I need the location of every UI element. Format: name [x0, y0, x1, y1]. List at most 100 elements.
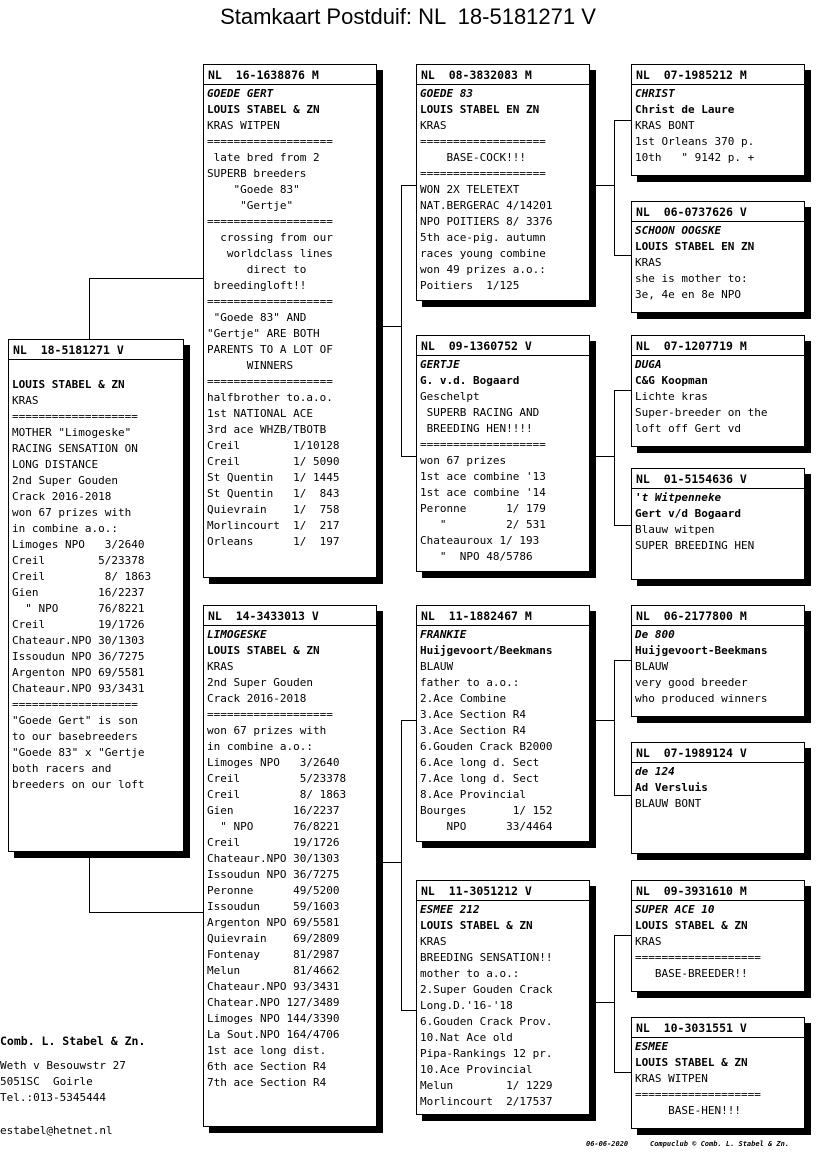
print-date: 06-06-2020 — [586, 1140, 629, 1148]
ring-number: NL 06-0737626 V — [636, 205, 747, 219]
pigeon-name: LIMOGESKE — [207, 628, 267, 641]
pigeon-card-mother-mother: NL 11-3051212 V ESMEE 212 LOUIS STABEL &… — [416, 880, 590, 1115]
info-line: 6.Gouden Crack B2000 — [420, 740, 553, 753]
info-line: Creil 1/10128 — [207, 439, 340, 452]
info-line: SUPERB breeders — [207, 167, 307, 180]
connector-line — [614, 1072, 631, 1073]
email-address: estabel@hetnet.nl — [0, 1124, 113, 1137]
connector-line — [89, 278, 203, 279]
info-line: Issoudun 59/1603 — [207, 900, 340, 913]
breeder-name: C&G Koopman — [635, 374, 708, 387]
connector-line — [401, 185, 417, 186]
info-line: Morlincourt 2/17537 — [420, 1095, 553, 1108]
info-line: " NPO 76/8221 — [207, 820, 340, 833]
pigeon-card-mmm: NL 10-3031551 V ESMEE LOUIS STABEL & ZN … — [631, 1017, 805, 1129]
ring-number: NL 16-1638876 M — [208, 68, 319, 82]
info-line: =================== — [635, 1088, 761, 1101]
info-line: KRAS — [12, 394, 39, 407]
info-line: Long.D.'16-'18 — [420, 999, 513, 1012]
info-line: who produced winners — [635, 692, 768, 705]
connector-line — [595, 1002, 615, 1003]
info-line: in combine a.o.: — [12, 522, 118, 535]
address-street: Weth v Besouwstr 27 — [0, 1059, 126, 1072]
info-line: Creil 5/23378 — [207, 772, 347, 785]
pigeon-card-ffm: NL 06-0737626 V SCHOON OOGSKE LOUIS STAB… — [631, 201, 805, 313]
divider — [417, 355, 589, 357]
info-line: Pipa-Rankings 12 pr. — [420, 1047, 553, 1060]
ring-number: NL 10-3031551 V — [636, 1021, 747, 1035]
connector-line — [401, 1010, 417, 1011]
divider — [9, 359, 183, 361]
info-line: 1st NATIONAL ACE — [207, 407, 313, 420]
divider — [632, 488, 804, 490]
info-line: won 67 prizes — [420, 454, 507, 467]
info-line: =================== — [12, 698, 138, 711]
info-line: KRAS WITPEN — [207, 119, 280, 132]
info-line: BLAUW BONT — [635, 797, 702, 810]
info-line: SUPER BREEDING HEN — [635, 539, 755, 552]
info-line: 3.Ace Section R4 — [420, 708, 526, 721]
info-line: =================== — [420, 135, 546, 148]
info-line: BLAUW — [420, 660, 454, 673]
connector-line — [401, 720, 417, 721]
breeder-name: LOUIS STABEL & ZN — [207, 103, 320, 116]
info-line: crossing from our — [207, 231, 333, 244]
pigeon-name: 't Witpenneke — [635, 491, 722, 504]
info-line: Bourges 1/ 152 — [420, 804, 553, 817]
info-line: Chatear.NPO 127/3489 — [207, 996, 340, 1009]
info-line: 3e, 4e en 8e NPO — [635, 288, 741, 301]
connector-line — [614, 525, 631, 526]
info-line: Limoges NPO 144/3390 — [207, 1012, 340, 1025]
info-line: Quievrain 69/2809 — [207, 932, 340, 945]
phone-number: Tel.:013-5345444 — [0, 1091, 106, 1104]
connector-line — [595, 720, 615, 721]
info-line: =================== — [207, 295, 333, 308]
info-line: Creil 19/1726 — [207, 836, 340, 849]
info-line: 6.Ace long d. Sect — [420, 756, 540, 769]
info-line: worldclass lines — [207, 247, 333, 260]
pigeon-name: ESMEE 212 — [420, 903, 480, 916]
info-line: =================== — [207, 708, 333, 721]
info-line: BREEDING SENSATION!! — [420, 951, 553, 964]
pigeon-card-fmm: NL 01-5154636 V 't Witpenneke Gert v/d B… — [631, 468, 805, 580]
ring-number: NL 09-1360752 V — [421, 339, 532, 353]
pigeon-name: DUGA — [635, 358, 662, 371]
connector-line — [595, 456, 615, 457]
pigeon-card-fmf: NL 07-1207719 M DUGA C&G Koopman Lichte … — [631, 335, 805, 447]
info-line: =================== — [420, 438, 546, 451]
pigeon-name: CHRIST — [635, 87, 675, 100]
ring-number: NL 09-3931610 M — [636, 884, 747, 898]
breeder-name: LOUIS STABEL & ZN — [207, 644, 320, 657]
pigeon-card-father-mother: NL 09-1360752 V GERTJE G. v.d. Bogaard G… — [416, 335, 590, 572]
connector-line — [614, 390, 631, 391]
info-line: NPO POITIERS 8/ 3376 — [420, 215, 553, 228]
connector-line — [614, 390, 615, 525]
info-line: Creil 8/ 1863 — [12, 570, 152, 583]
pigeon-card-father: NL 16-1638876 M GOEDE GERT LOUIS STABEL … — [203, 64, 377, 578]
pigeon-card-mfm: NL 07-1989124 V de 124 Ad Versluis BLAUW… — [631, 742, 805, 854]
info-line: WON 2X TELETEXT — [420, 183, 520, 196]
info-line: breedingloft!! — [207, 279, 307, 292]
info-line: Argenton NPO 69/5581 — [207, 916, 340, 929]
connector-line — [614, 120, 631, 121]
info-line: late bred from 2 — [207, 151, 320, 164]
info-line: 2nd Super Gouden — [12, 474, 118, 487]
info-line: races young combine — [420, 247, 546, 260]
info-line: KRAS BONT — [635, 119, 695, 132]
info-line: KRAS WITPEN — [635, 1072, 708, 1085]
info-line: "Goede 83" — [207, 183, 300, 196]
info-line: BREEDING HEN!!!! — [420, 422, 533, 435]
info-line: Chateaur.NPO 30/1303 — [207, 852, 340, 865]
info-line: mother to a.o.: — [420, 967, 520, 980]
info-line: "Goede Gert" is son — [12, 714, 138, 727]
info-line: Super-breeder on the — [635, 406, 768, 419]
info-line: LONG DISTANCE — [12, 458, 99, 471]
info-line: 7th ace Section R4 — [207, 1076, 327, 1089]
connector-line — [89, 912, 203, 913]
info-line: BASE-BREEDER!! — [635, 967, 748, 980]
breeder-name: Christ de Laure — [635, 103, 735, 116]
divider — [417, 84, 589, 86]
pigeon-name: de 124 — [635, 765, 675, 778]
breeder-name: LOUIS STABEL EN ZN — [420, 103, 540, 116]
info-line: La Sout.NPO 164/4706 — [207, 1028, 340, 1041]
